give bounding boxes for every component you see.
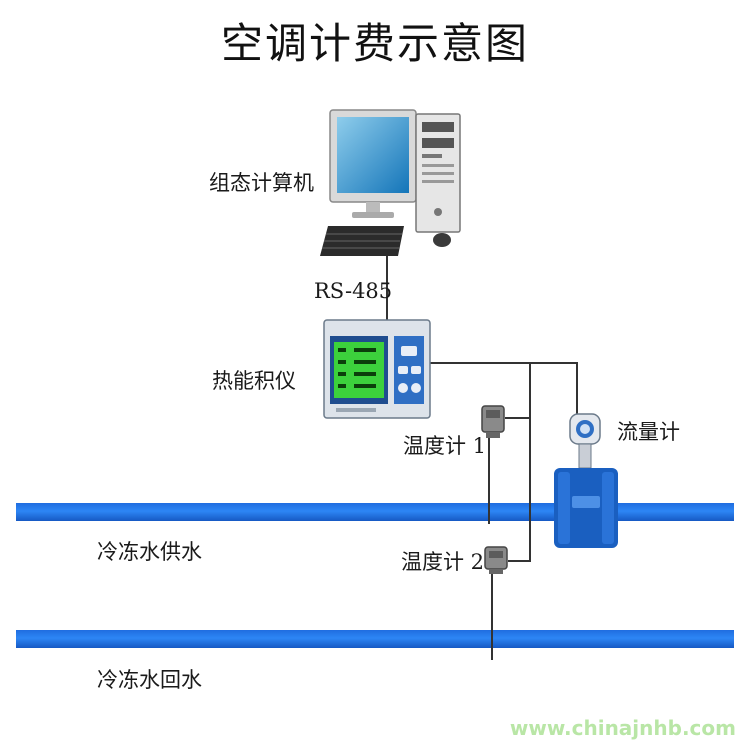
supply-pipe (16, 503, 734, 521)
rs485-cable (386, 254, 388, 321)
watermark: www.chinajnhb.com (509, 716, 736, 740)
temp-sensor-1-image (481, 405, 505, 438)
temp1-label: 温度计 1 (403, 434, 487, 458)
temp-sensor-2-image (484, 546, 508, 574)
flowmeter-image (554, 413, 618, 548)
signal-bus-horizontal (430, 362, 578, 364)
calculator-label: 热能积仪 (212, 369, 296, 393)
rs485-label: RS-485 (314, 279, 393, 303)
temp2-cable (508, 560, 531, 562)
supply-label: 冷冻水供水 (97, 540, 202, 564)
diagram-title: 空调计费示意图 (220, 19, 529, 68)
temp1-cable (505, 417, 529, 419)
temp1-probe (488, 438, 490, 524)
signal-bus-drop-a (529, 362, 531, 562)
temp2-probe (491, 572, 493, 660)
flowmeter-label: 流量计 (617, 420, 680, 444)
signal-bus-drop-flow (576, 362, 578, 416)
temp2-label: 温度计 2 (401, 550, 485, 574)
return-label: 冷冻水回水 (97, 668, 202, 692)
computer-image (320, 109, 461, 256)
heat-calculator-image (323, 319, 431, 419)
return-pipe (16, 630, 734, 648)
computer-label: 组态计算机 (209, 171, 314, 195)
